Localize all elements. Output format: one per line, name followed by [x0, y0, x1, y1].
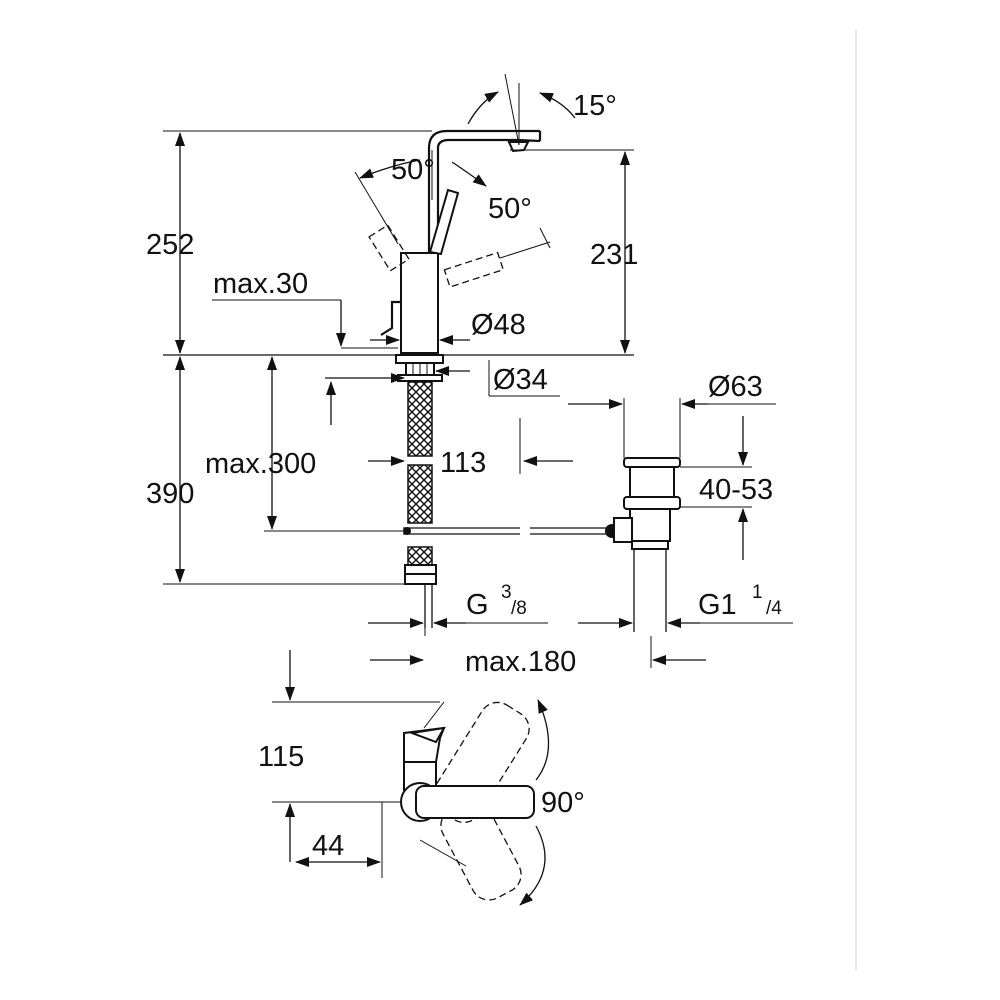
- dim-label-inlet-thread-num: 3: [501, 582, 512, 603]
- rod-clip: [403, 527, 411, 535]
- hose-nut: [404, 564, 437, 575]
- plan-spout-tip: [408, 726, 446, 744]
- washer: [397, 374, 443, 382]
- waste-body-top: [629, 466, 675, 498]
- faucet-elevation: 252 231 15° 50° 50° max.30 Ø48: [146, 73, 793, 678]
- angle-arc-50-left: [359, 159, 421, 179]
- dim-label-hose-length: max.300: [205, 448, 316, 480]
- dim-label-inlet-thread-den: /8: [511, 598, 527, 619]
- waste-rod-housing: [613, 517, 633, 543]
- angle-arc-15-right: [539, 92, 576, 119]
- lever-ghost-axis-right: [499, 241, 551, 259]
- hose-nut-base: [404, 573, 437, 585]
- dim-label-spout-angle: 15°: [573, 90, 617, 122]
- dim-label-body-diameter: Ø48: [471, 309, 526, 341]
- mounting-nut: [395, 354, 444, 364]
- flex-hose-upper: [407, 381, 433, 457]
- dim-label-total-height: 252: [146, 229, 194, 261]
- dim-label-lever-right: 50°: [488, 193, 532, 225]
- dim-label-waste-thread-num: 1: [752, 582, 763, 603]
- plan-lever-ghost-down: [440, 799, 522, 901]
- dim-label-swivel-angle: 90°: [541, 787, 585, 819]
- dim-label-hose-offset: 113: [440, 447, 486, 479]
- dim-label-below-deck: 390: [146, 478, 194, 510]
- spout-underside: [516, 138, 541, 143]
- dim-label-plan-offset: 44: [312, 830, 344, 862]
- angle-arc-15-left: [467, 91, 499, 125]
- dim-label-plan-depth: 115: [258, 741, 304, 773]
- lever-ghost-right: [443, 251, 505, 288]
- dim-label-waste-projection: max.180: [465, 646, 576, 678]
- dim-label-inlet-thread: G: [466, 589, 489, 621]
- plan-lever-centerline: [419, 839, 467, 867]
- dim-label-waste-diameter: Ø63: [708, 371, 763, 403]
- plan-lever: [415, 785, 535, 819]
- plan-spout-line: [423, 701, 445, 729]
- lever-ghost-axis-left: [354, 171, 399, 245]
- faucet-body: [400, 252, 439, 354]
- waste-body-lower: [629, 508, 671, 542]
- dim-label-lever-left: 50°: [391, 154, 435, 186]
- waste-nut: [623, 496, 681, 510]
- swivel-arc-upper: [535, 699, 550, 781]
- flex-hose-middle: [407, 464, 433, 524]
- pop-up-rod: [380, 300, 401, 336]
- faucet-plan-view: 115 44 90°: [258, 650, 585, 906]
- dim-label-waste-thread: G1: [698, 589, 737, 621]
- waste-flange: [623, 457, 681, 468]
- spout-arc-inner: [436, 138, 517, 149]
- lever-handle: [428, 188, 460, 256]
- dim-label-spout-height: 231: [590, 239, 638, 271]
- waste-tail-collar: [631, 540, 669, 550]
- dim-label-hole-diameter: Ø34: [493, 364, 548, 396]
- angle-ref-line: [504, 73, 520, 146]
- dim-label-deck-thickness: max.30: [213, 268, 308, 300]
- flex-hose-lower: [407, 546, 433, 566]
- angle-arc-50-right: [451, 161, 487, 187]
- swivel-arc-lower: [519, 825, 546, 906]
- spout-arc: [427, 129, 540, 149]
- dim-label-waste-adjust: 40-53: [699, 474, 773, 506]
- dim-label-waste-thread-den: /4: [766, 598, 782, 619]
- lever-ghost-axis-right-2: [539, 227, 551, 249]
- lever-ghost-left: [368, 224, 410, 272]
